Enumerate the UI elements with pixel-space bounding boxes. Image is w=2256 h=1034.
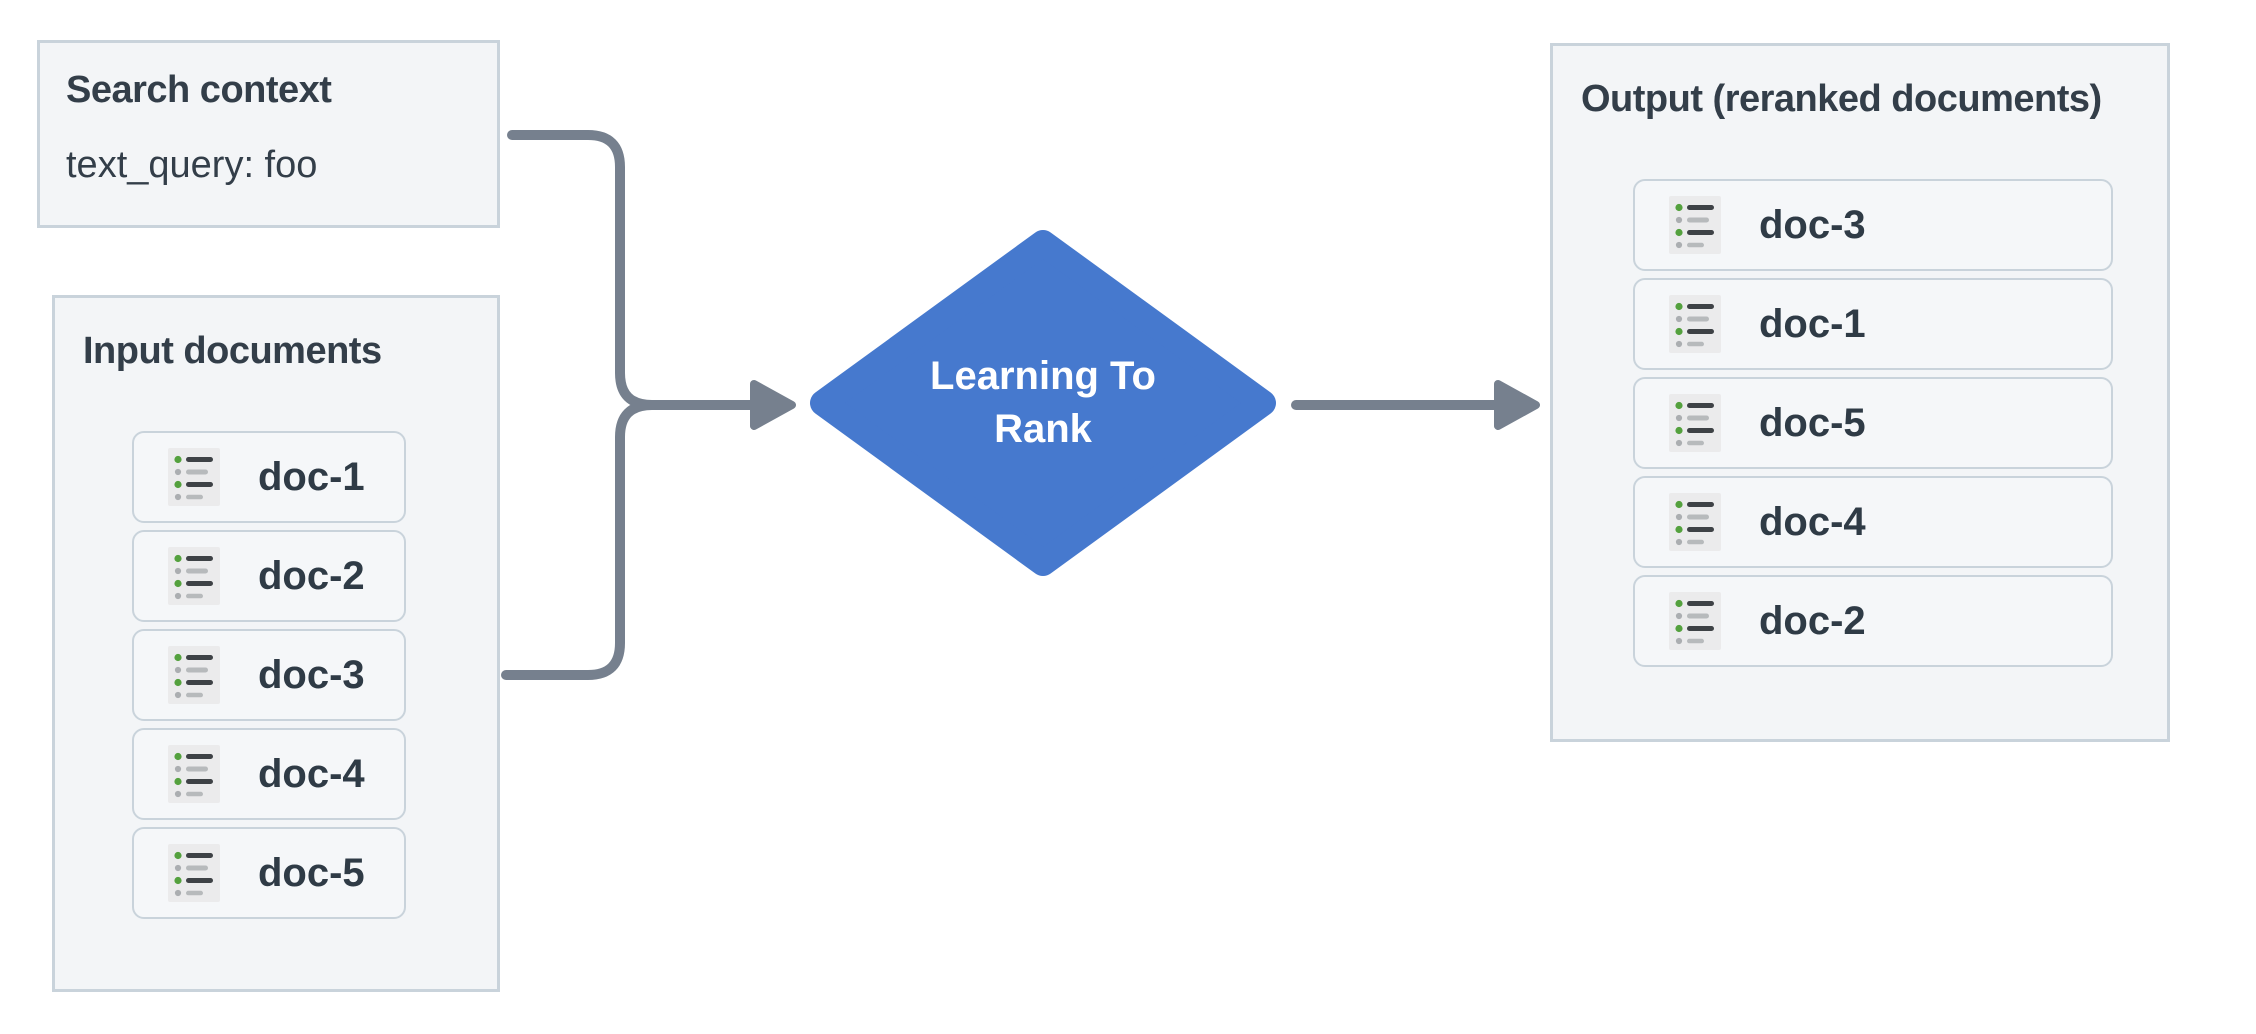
- document-list-icon: [168, 646, 220, 704]
- document-item: doc-1: [1633, 278, 2113, 370]
- document-label: doc-4: [1759, 499, 1866, 544]
- diamond-shape: [810, 230, 1276, 576]
- document-label: doc-1: [258, 454, 365, 499]
- learning-to-rank-label: Learning To Rank: [790, 208, 1296, 598]
- arrowhead-into-diamond: [750, 380, 796, 430]
- document-item: doc-2: [132, 530, 406, 622]
- document-label: doc-3: [258, 652, 365, 697]
- document-list-icon: [1669, 295, 1721, 353]
- document-item: doc-1: [132, 431, 406, 523]
- document-label: doc-2: [1759, 598, 1866, 643]
- output-documents-title: Output (reranked documents): [1581, 78, 2102, 120]
- document-label: doc-1: [1759, 301, 1866, 346]
- document-list-icon: [168, 547, 220, 605]
- document-item: doc-3: [132, 629, 406, 721]
- input-documents-box: Input documents doc-1 doc-2: [52, 295, 500, 992]
- document-list-icon: [1669, 493, 1721, 551]
- document-label: doc-5: [258, 850, 365, 895]
- connector-from-search-context: [507, 130, 657, 410]
- document-item: doc-5: [132, 827, 406, 919]
- learning-to-rank-node: Learning To Rank: [790, 208, 1296, 598]
- document-item: doc-4: [1633, 476, 2113, 568]
- search-context-title: Search context: [66, 69, 332, 111]
- document-list-icon: [1669, 592, 1721, 650]
- document-list-icon: [1669, 196, 1721, 254]
- learning-to-rank-label-line2: Rank: [994, 407, 1092, 451]
- document-list-icon: [168, 844, 220, 902]
- document-label: doc-2: [258, 553, 365, 598]
- connector-from-input-documents: [501, 400, 657, 680]
- document-list-icon: [168, 448, 220, 506]
- document-label: doc-5: [1759, 400, 1866, 445]
- input-documents-title: Input documents: [83, 330, 382, 372]
- learning-to-rank-label-line1: Learning To: [930, 354, 1156, 398]
- input-documents-list: doc-1 doc-2 doc-3: [132, 431, 406, 926]
- output-documents-box: Output (reranked documents) doc-3: [1550, 43, 2170, 742]
- document-item: doc-5: [1633, 377, 2113, 469]
- document-label: doc-3: [1759, 202, 1866, 247]
- search-context-box: Search context text_query: foo: [37, 40, 500, 228]
- arrowhead-into-output: [1494, 380, 1540, 430]
- document-label: doc-4: [258, 751, 365, 796]
- document-item: doc-3: [1633, 179, 2113, 271]
- document-list-icon: [1669, 394, 1721, 452]
- document-item: doc-4: [132, 728, 406, 820]
- document-list-icon: [168, 745, 220, 803]
- search-query-text: text_query: foo: [66, 144, 318, 186]
- output-documents-list: doc-3 doc-1 doc-5: [1633, 179, 2113, 674]
- document-item: doc-2: [1633, 575, 2113, 667]
